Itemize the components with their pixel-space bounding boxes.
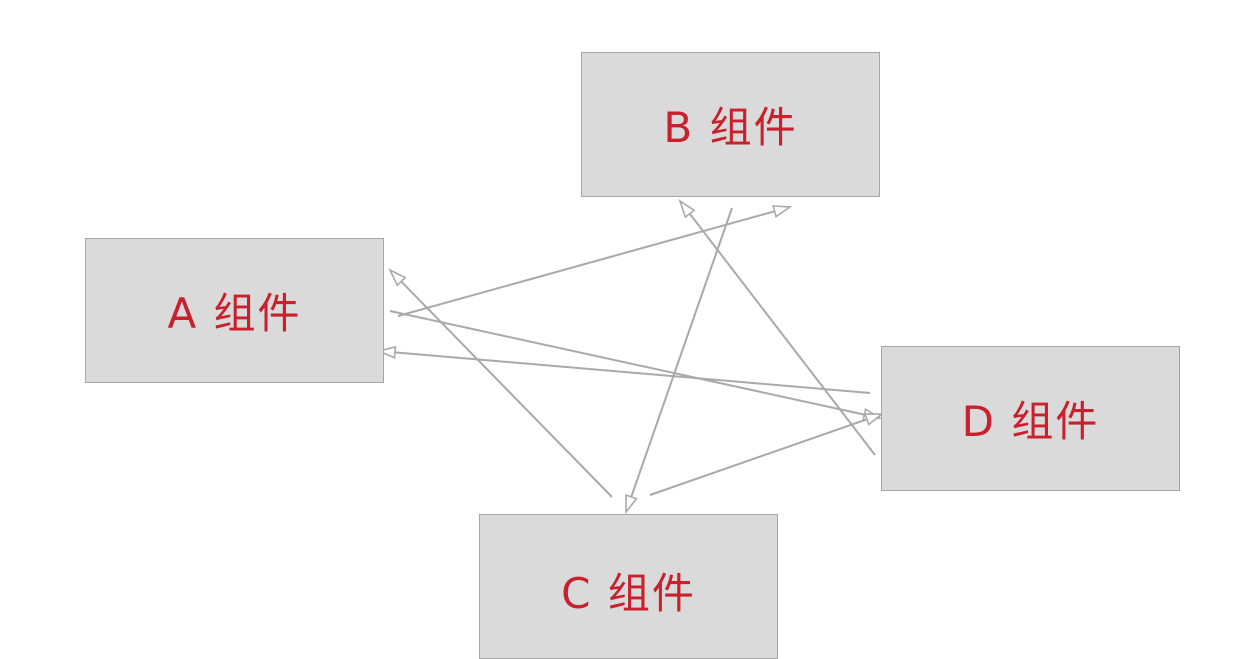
arrow-shaft xyxy=(630,207,733,498)
node-a-component[interactable]: A 组件 xyxy=(85,238,384,383)
arrowhead-icon xyxy=(863,413,885,426)
arrow-shaft xyxy=(688,213,876,456)
node-b-label: B 组件 xyxy=(663,103,798,152)
arrow-b-to-c xyxy=(625,207,733,515)
node-d-component[interactable]: D 组件 xyxy=(881,346,1180,491)
arrow-c-to-a xyxy=(388,268,613,498)
arrowhead-icon xyxy=(625,493,638,515)
arrow-c-to-d xyxy=(649,413,885,496)
arrow-shaft xyxy=(649,418,868,496)
arrowhead-icon xyxy=(376,345,397,360)
arrow-d-to-a xyxy=(376,345,871,394)
arrowhead-icon xyxy=(388,268,407,287)
node-d-label: D 组件 xyxy=(961,397,1100,446)
arrow-shaft xyxy=(400,280,613,498)
arrowhead-icon xyxy=(772,205,793,218)
node-c-component[interactable]: C 组件 xyxy=(479,514,778,659)
arrowhead-icon xyxy=(678,199,696,219)
arrow-shaft xyxy=(389,310,865,416)
node-c-label: C 组件 xyxy=(561,569,696,618)
arrow-a-to-b xyxy=(397,205,793,317)
arrow-d-to-b xyxy=(678,199,876,456)
arrow-shaft xyxy=(394,351,871,394)
node-a-label: A 组件 xyxy=(167,289,302,338)
arrow-shaft xyxy=(397,210,775,317)
node-b-component[interactable]: B 组件 xyxy=(581,52,880,197)
